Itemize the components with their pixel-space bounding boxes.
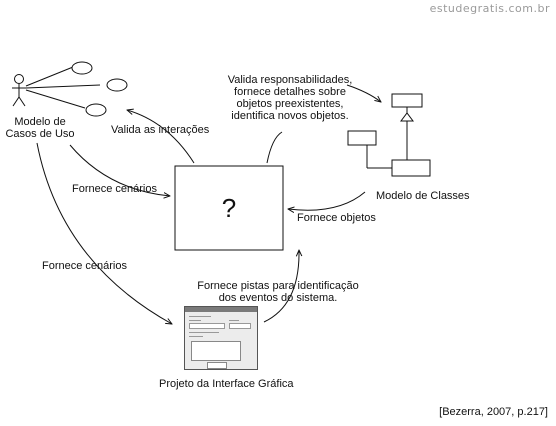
arrow-validate-interactions xyxy=(127,110,195,164)
center-box xyxy=(174,165,284,251)
label-provide-objects: Fornece objetos xyxy=(297,212,376,224)
class-model-label: Modelo de Classes xyxy=(376,190,470,202)
gui-window-thumbnail xyxy=(184,306,258,370)
gui-table xyxy=(191,341,241,361)
gui-title-bar xyxy=(185,307,257,312)
arrow-responsibilities-to-center xyxy=(266,131,283,164)
label-provide-scenarios-1: Fornece cenários xyxy=(72,183,157,195)
use-case-ellipses xyxy=(25,61,128,117)
gui-button xyxy=(207,362,227,369)
arrow-event-hints xyxy=(263,250,299,323)
label-provide-scenarios-2: Fornece cenários xyxy=(42,260,127,272)
label-validate-interactions: Valida as interações xyxy=(111,124,210,136)
arrow-scenarios-to-center xyxy=(69,144,170,196)
center-question-mark: ? xyxy=(221,192,237,223)
gui-project-label: Projeto da Interface Gráfica xyxy=(159,378,294,390)
arrow-scenarios-to-gui xyxy=(36,142,172,324)
citation: [Bezerra, 2007, p.217] xyxy=(439,406,548,418)
arrow-responsibilities-to-classes xyxy=(346,84,381,102)
use-case-model-label: Modelo de Casos de Uso xyxy=(5,116,75,140)
label-responsibilities: Valida responsabilidades, fornece detalh… xyxy=(227,74,353,122)
actor-icon xyxy=(12,74,26,107)
watermark: estudegratis.com.br xyxy=(429,2,550,15)
arrow-provide-objects xyxy=(288,191,366,210)
class-diagram-icon xyxy=(347,93,431,177)
label-event-hints: Fornece pistas para identificação dos ev… xyxy=(197,280,359,304)
